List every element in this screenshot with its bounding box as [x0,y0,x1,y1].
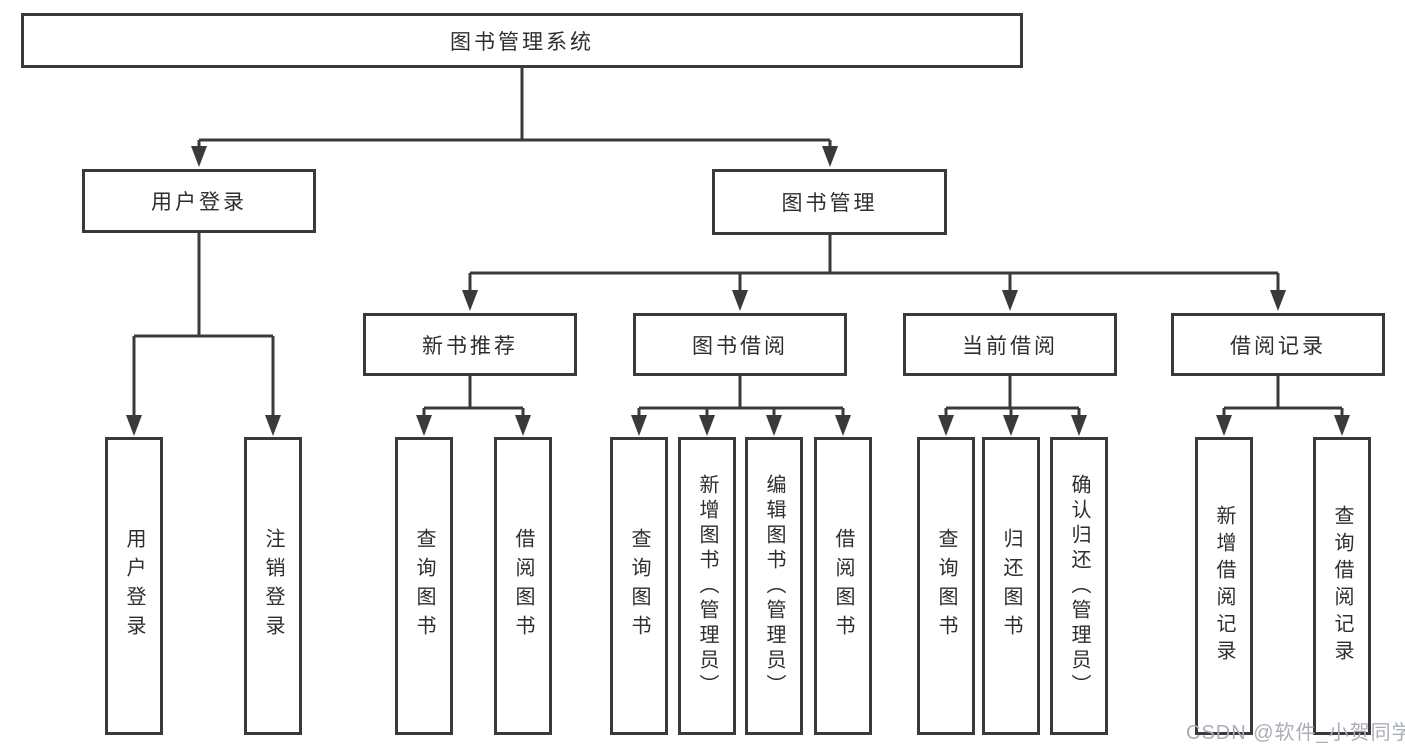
leaf-borrow-books-recommend: 借阅图书 [494,437,552,735]
leaf-query-borrow-record: 查询借阅记录 [1313,437,1371,735]
leaf-user-login: 用户登录 [105,437,163,735]
leaf-query-books-recommend: 查询图书 [395,437,453,735]
leaf-return-book: 归还图书 [982,437,1040,735]
leaf-add-book-admin: 新增图书（管理员） [678,437,736,735]
leaf-query-books-borrow: 查询图书 [610,437,668,735]
leaf-add-borrow-record: 新增借阅记录 [1195,437,1253,735]
leaf-query-books-current: 查询图书 [917,437,975,735]
leaf-logout: 注销登录 [244,437,302,735]
node-user-login: 用户登录 [82,169,316,233]
node-borrow-records: 借阅记录 [1171,313,1385,376]
csdn-watermark: CSDN @软件_小贺同学 [1186,722,1405,744]
node-new-book-recommend: 新书推荐 [363,313,577,376]
node-book-borrow: 图书借阅 [633,313,847,376]
node-root: 图书管理系统 [21,13,1023,68]
leaf-edit-book-admin: 编辑图书（管理员） [745,437,803,735]
leaf-borrow-book: 借阅图书 [814,437,872,735]
node-book-management: 图书管理 [712,169,947,235]
node-current-borrow: 当前借阅 [903,313,1117,376]
leaf-confirm-return-admin: 确认归还（管理员） [1050,437,1108,735]
